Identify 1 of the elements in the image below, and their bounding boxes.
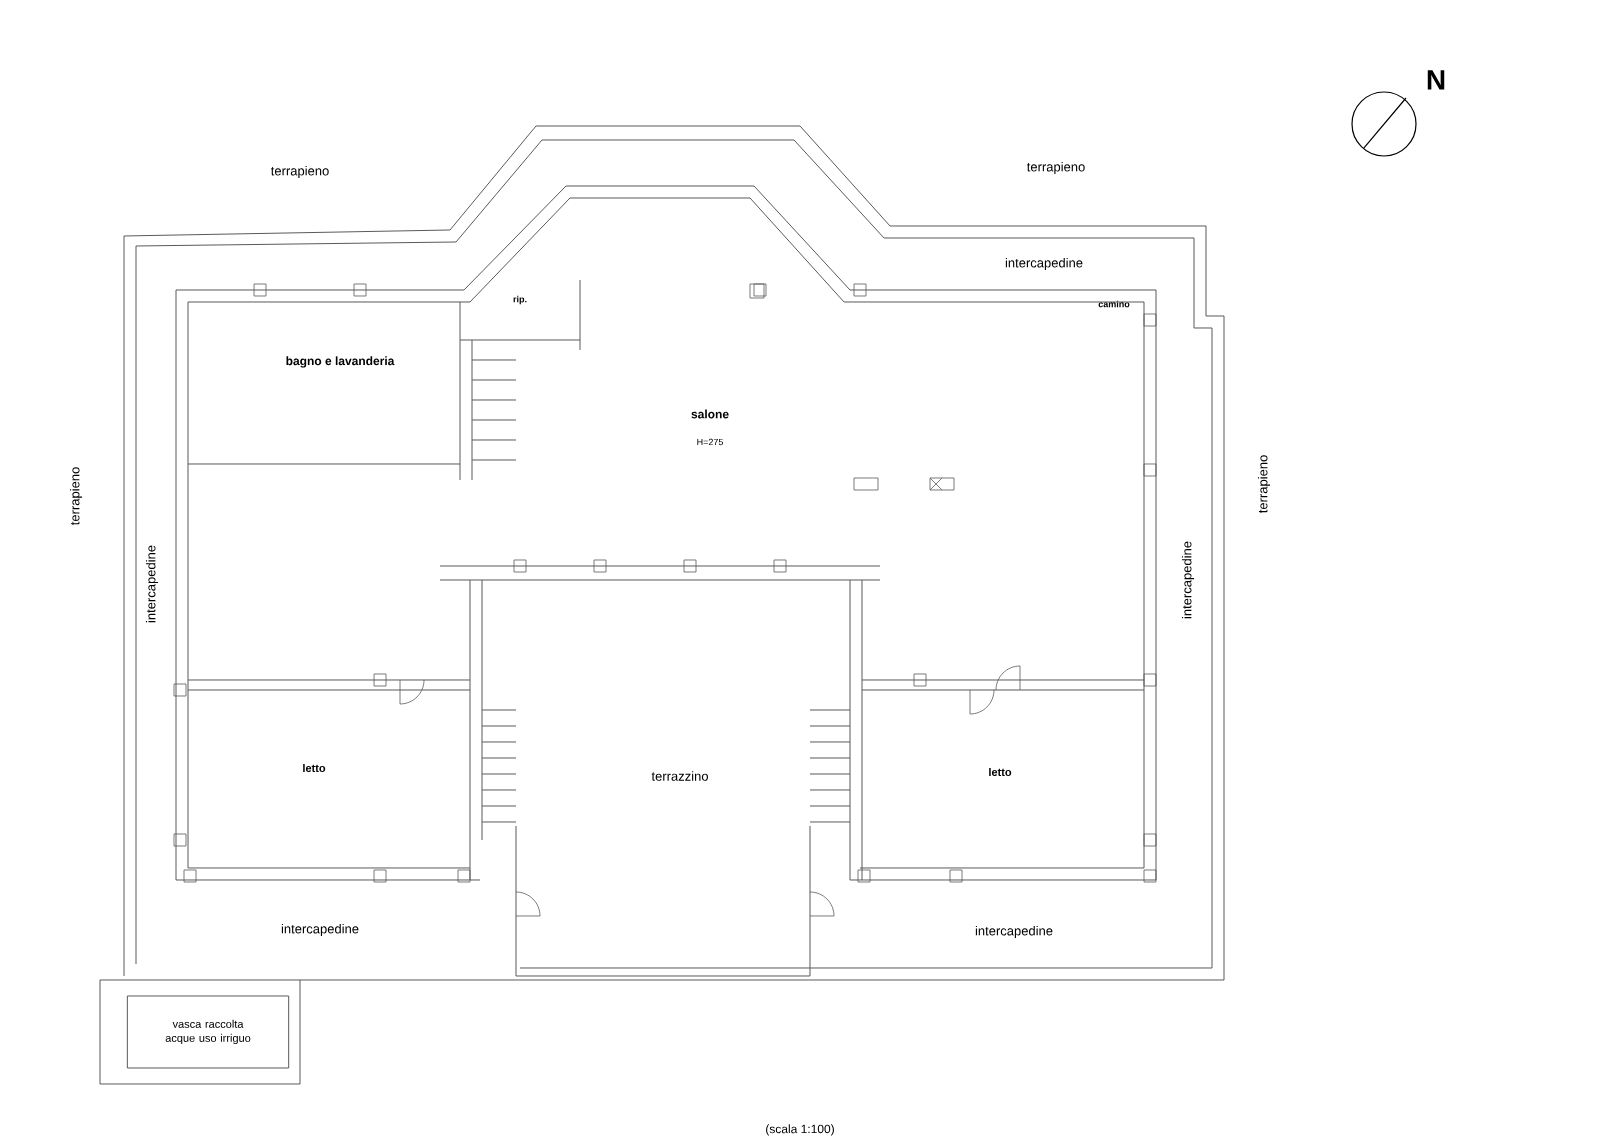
north-label: N xyxy=(1427,70,1445,90)
